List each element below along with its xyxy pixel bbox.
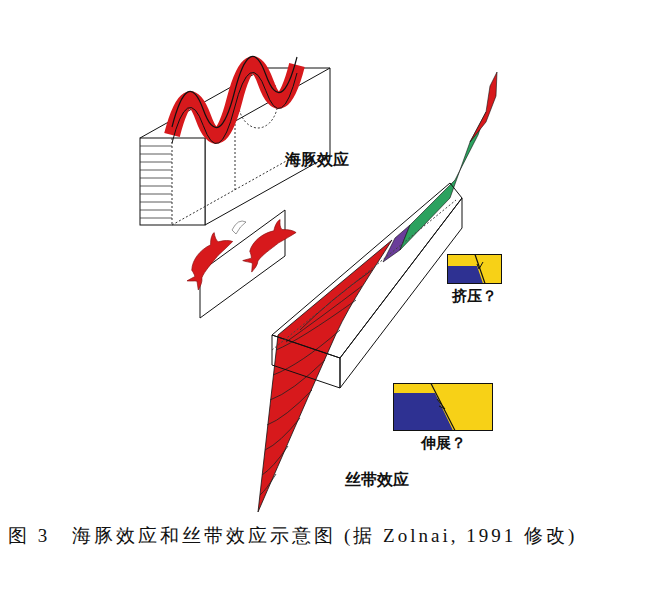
rock-layer xyxy=(394,393,454,431)
figure-caption: 图 3 海豚效应和丝带效应示意图 (据 Zolnai, 1991 修改) xyxy=(8,522,644,551)
dolphin xyxy=(234,216,304,274)
splash xyxy=(232,221,246,234)
inset-label: 伸展？ xyxy=(391,434,495,453)
slip-arrow xyxy=(477,262,483,269)
ribbon-top xyxy=(470,72,497,142)
fault-line xyxy=(475,255,485,284)
ribbon-green xyxy=(400,112,486,250)
section-plane xyxy=(200,210,285,318)
inset-border xyxy=(394,384,493,431)
slip-arrow xyxy=(437,399,445,409)
dolphin-block xyxy=(140,56,330,225)
wavy-edge xyxy=(172,72,297,143)
inset-drawing xyxy=(447,254,502,284)
wavy-surface xyxy=(172,64,297,135)
dolphin xyxy=(173,227,244,293)
rock-layer xyxy=(448,266,484,284)
effect-label: 丝带效应 xyxy=(345,470,409,491)
fault-inset: 挤压？ xyxy=(445,254,504,306)
effect-label: 海豚效应 xyxy=(285,150,349,171)
block-front xyxy=(140,138,205,225)
inset-label: 挤压？ xyxy=(445,287,504,306)
ribbon-block xyxy=(272,183,462,388)
striations xyxy=(260,270,372,495)
inset-border xyxy=(448,255,502,284)
wavy-edge xyxy=(172,56,297,127)
inset-ground xyxy=(448,255,502,284)
inset-ground xyxy=(394,384,493,431)
fault-line xyxy=(431,384,455,431)
fault-inset: 伸展？ xyxy=(391,383,495,453)
inset-drawing xyxy=(393,383,493,431)
hatching xyxy=(140,146,172,218)
